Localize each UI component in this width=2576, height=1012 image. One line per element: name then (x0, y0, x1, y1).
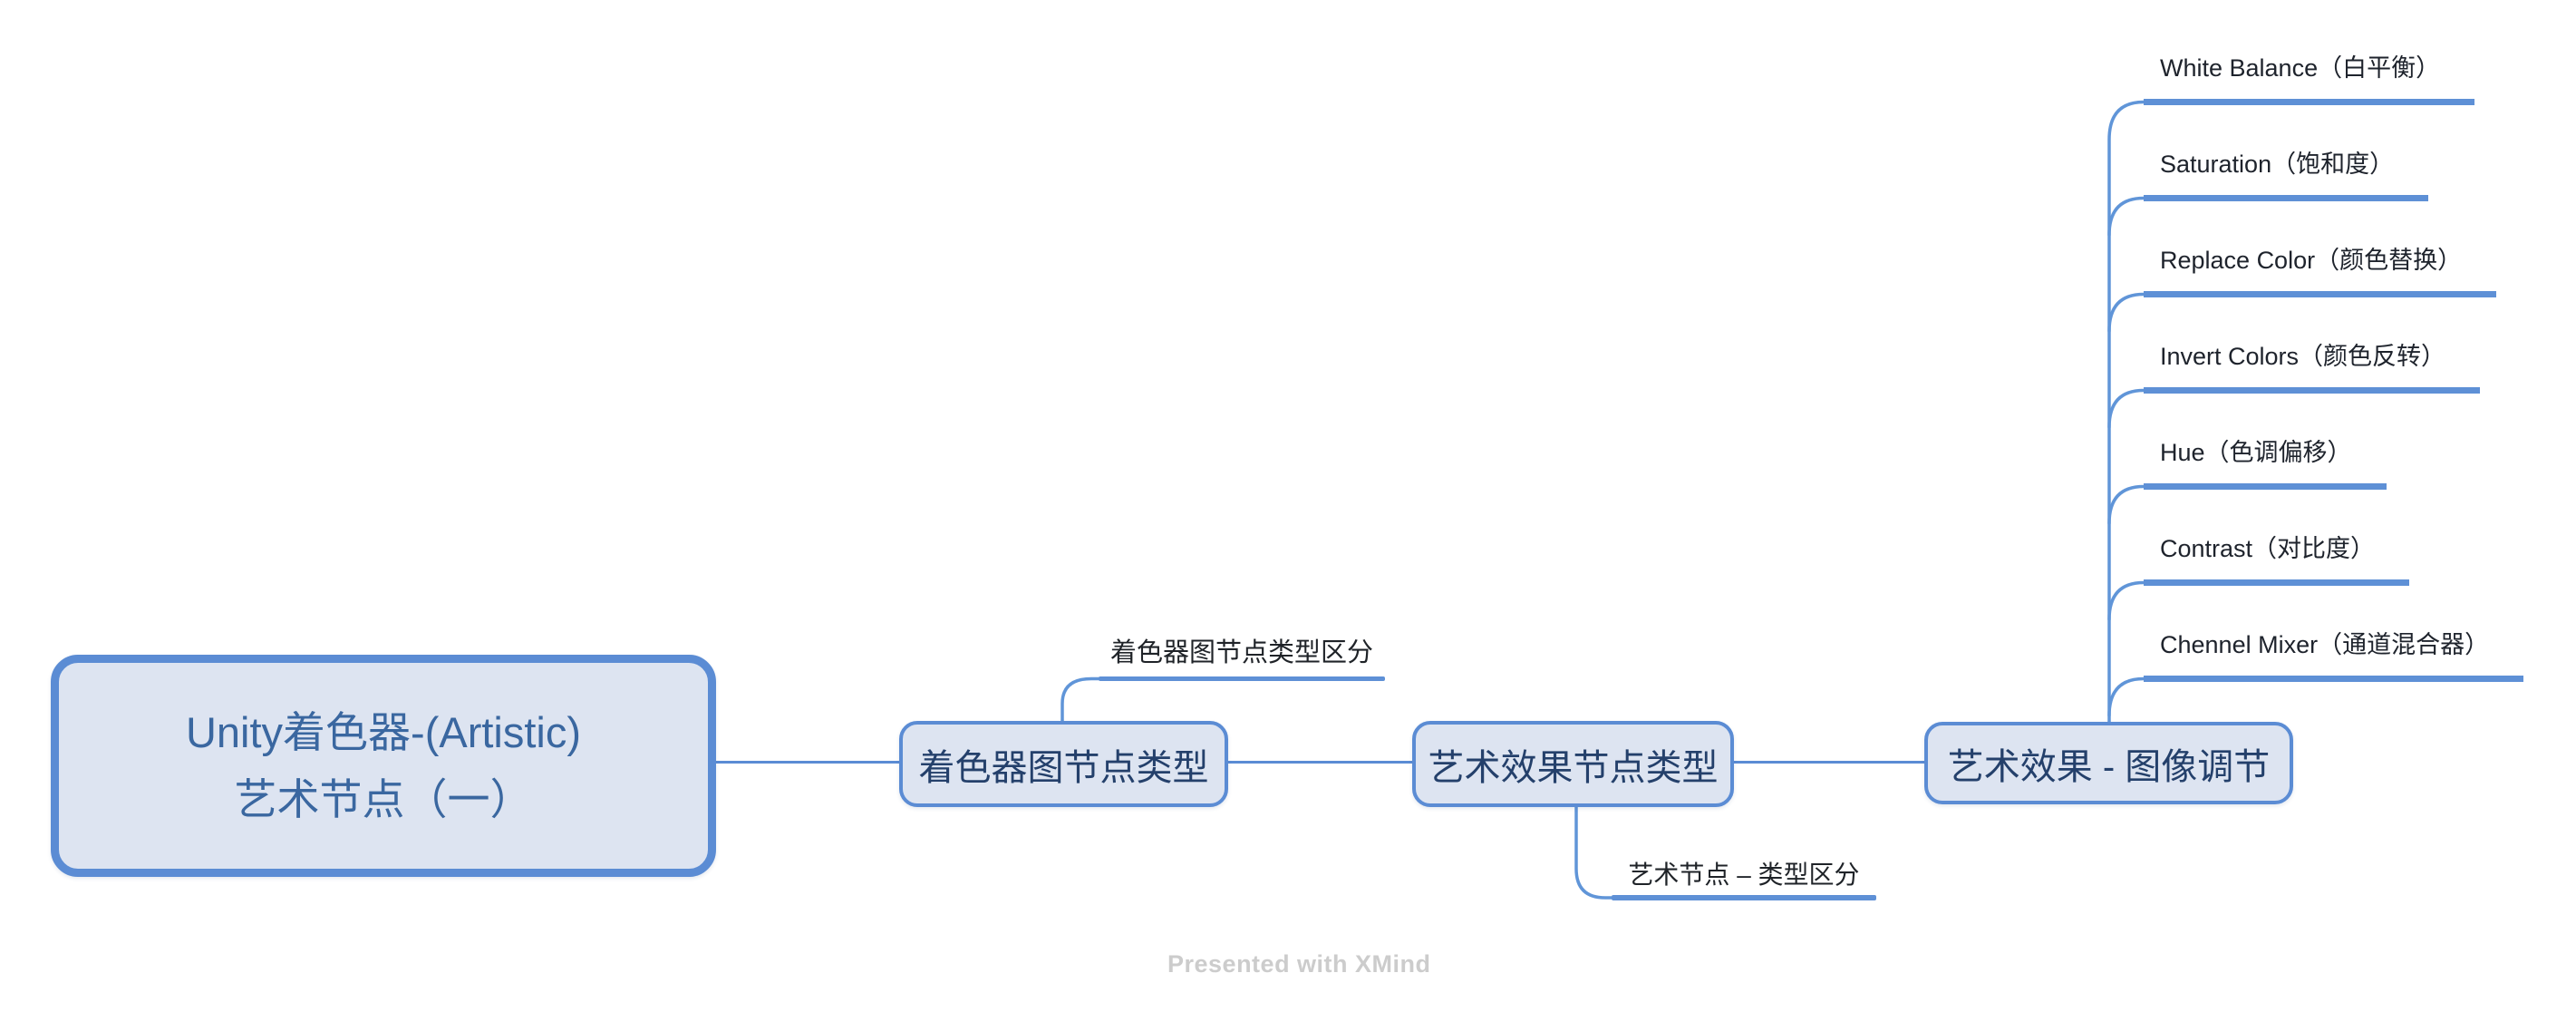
leaf-label: Chennel Mixer（通道混合器） (2160, 631, 2490, 658)
root-topic-line1: Unity着色器-(Artistic) (185, 707, 582, 756)
leaf-branch-curve (2107, 196, 2149, 237)
leaf-topic-saturation[interactable]: Saturation（饱和度） (2144, 143, 2429, 201)
leaf-branch-curve (2107, 676, 2149, 717)
topic-label: 着色器图节点类型 (918, 747, 1209, 788)
leaf-label: Hue（色调偏移） (2160, 439, 2352, 466)
leaf-branch-curve (2107, 484, 2149, 525)
xmind-watermark: Presented with XMind (1167, 950, 1431, 978)
leaf-branch-curve (2107, 292, 2149, 333)
root-topic-line2: 艺术节点（一） (234, 774, 533, 823)
leaf-label: Replace Color（颜色替换） (2160, 247, 2463, 274)
topic-label: 艺术效果 - 图像调节 (1947, 746, 2271, 787)
leaf-label: Invert Colors（颜色反转） (2160, 343, 2446, 370)
topic-node-image-adjust[interactable]: 艺术效果 - 图像调节 (1924, 722, 2293, 804)
leaf-label: Contrast（对比度） (2160, 535, 2376, 562)
leaf-topic-contrast[interactable]: Contrast（对比度） (2144, 528, 2410, 586)
topic-node-shader-graph-types[interactable]: 着色器图节点类型 (899, 721, 1228, 807)
leaf-branch-curve (2107, 580, 2149, 621)
leaf-topic-channel-mixer[interactable]: Chennel Mixer（通道混合器） (2144, 624, 2524, 682)
callout-underline (1099, 676, 1385, 681)
leaf-trunk-line (2107, 100, 2149, 725)
connector-shader-types-to-artistic-types (1228, 761, 1412, 764)
leaf-topic-invert-colors[interactable]: Invert Colors（颜色反转） (2144, 336, 2481, 394)
topic-label: 艺术效果节点类型 (1428, 747, 1719, 788)
root-topic-node[interactable]: Unity着色器-(Artistic) 艺术节点（一） (51, 655, 716, 877)
leaf-label: White Balance（白平衡） (2160, 54, 2441, 82)
connector-artistic-types-to-image-adjust (1734, 761, 1924, 764)
leaf-label: Saturation（饱和度） (2160, 151, 2395, 178)
leaf-branch-curve (2107, 388, 2149, 429)
callout-artistic-node-types[interactable]: 艺术节点 – 类型区分 (1628, 861, 1860, 889)
callout-curve (1060, 676, 1102, 725)
connector-root-to-shader-types (716, 761, 899, 764)
callout-curve (1574, 803, 1615, 900)
leaf-topic-replace-color[interactable]: Replace Color（颜色替换） (2144, 239, 2497, 297)
leaf-topic-hue[interactable]: Hue（色调偏移） (2144, 432, 2387, 490)
callout-shader-graph-types[interactable]: 着色器图节点类型区分 (1109, 638, 1373, 667)
topic-node-artistic-effect-types[interactable]: 艺术效果节点类型 (1412, 721, 1734, 807)
callout-underline (1612, 895, 1876, 900)
leaf-topic-white-balance[interactable]: White Balance（白平衡） (2144, 47, 2475, 105)
